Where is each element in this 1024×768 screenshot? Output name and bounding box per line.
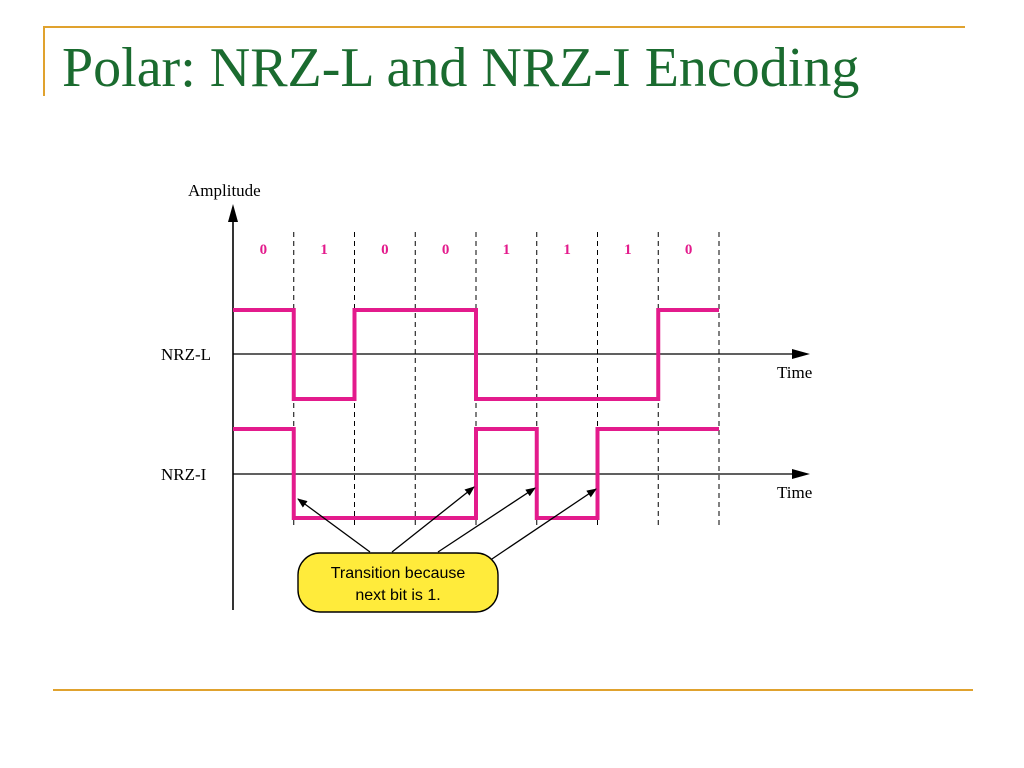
slide-title: Polar: NRZ-L and NRZ-I Encoding [62,37,860,99]
callout-pointers [297,486,597,564]
callout-pointer-2 [391,486,475,553]
bit-value: 1 [563,242,571,258]
nrz-i-waveform [233,427,719,520]
bit-value: 0 [260,242,268,258]
nrz-i-time-label: Time [777,483,812,502]
nrz-l-label: NRZ-L [161,345,211,364]
nrz-i-time-arrow-icon [792,469,810,479]
top-rule [43,26,965,28]
nrz-l-time-label: Time [777,363,812,382]
bit-value: 1 [503,242,511,258]
bit-separators [293,232,720,527]
bottom-rule [53,689,973,691]
amplitude-label: Amplitude [188,181,261,200]
bit-value: 0 [442,242,450,258]
nrz-l-waveform [233,308,719,401]
callout-line-1: Transition because [331,565,466,582]
left-accent-rule [43,26,45,96]
bit-value: 0 [381,242,389,258]
callout-pointer-4 [485,488,597,564]
callout-pointer-1 [297,498,371,553]
bit-labels: 0 1 0 0 1 1 1 0 [260,242,693,258]
callout-line-2: next bit is 1. [355,587,440,604]
bit-value: 0 [685,242,693,258]
bit-value: 1 [320,242,328,258]
callout-box [297,552,499,613]
nrz-l-time-arrow-icon [792,349,810,359]
callout-pointer-3 [437,487,536,553]
amplitude-arrow-icon [228,204,238,222]
bit-value: 1 [624,242,632,258]
nrz-i-label: NRZ-I [161,465,207,484]
